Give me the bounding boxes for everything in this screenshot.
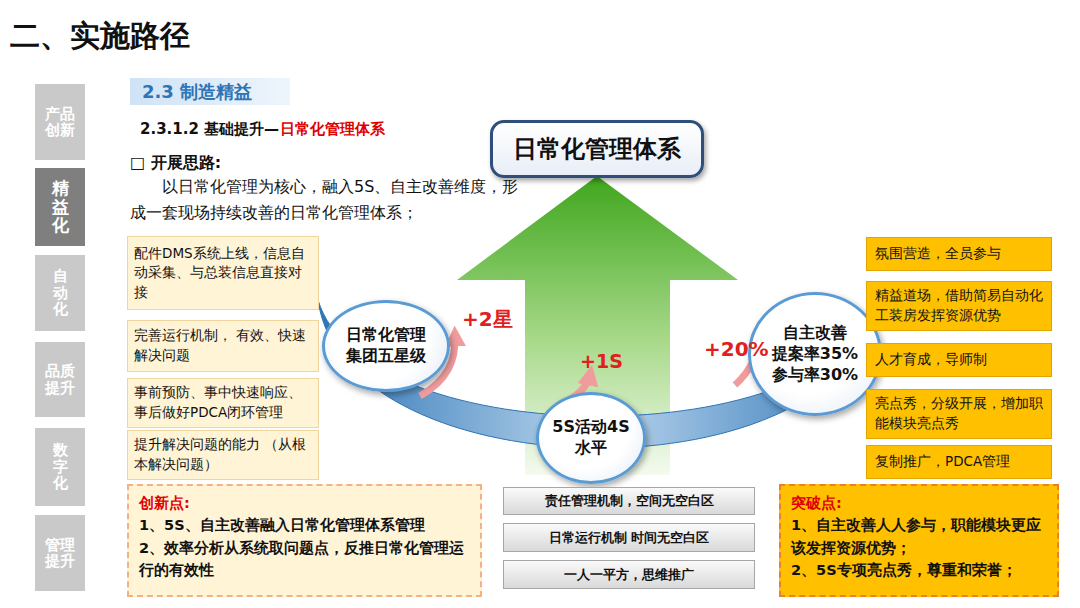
box-text: 2.3 制造精益: [142, 80, 290, 104]
increase-label: +20%: [704, 333, 769, 365]
box-text: 事前预防、事中快速响应、事后做好PDCA闭环管理: [134, 383, 312, 422]
mechanism-box: 责任管理机制，空间无空白区: [503, 487, 755, 515]
box-text: 5S活动4S: [552, 417, 629, 438]
box-text: 日常化管理: [346, 325, 426, 346]
box-text: 1、5S、自主改善融入日常化管理体系管理: [139, 514, 470, 536]
measure-box: 配件DMS系统上线，信息自动采集、与总装信息直接对接: [127, 236, 319, 310]
breakthrough-box: 突破点:1、自主改善人人参与，职能模块更应该发挥资源优势；2、5S专项亮点秀，尊…: [779, 484, 1059, 597]
measure-box: 事前预防、事中快速响应、事后做好PDCA闭环管理: [127, 378, 319, 428]
box-text: 品质提升: [44, 363, 76, 396]
measure-box: 完善运行机制， 有效、快速解决问题: [127, 320, 319, 372]
box-text: 精益化: [52, 179, 69, 235]
box-text: 水平: [575, 438, 607, 459]
goal-box: 日常化管理体系: [490, 120, 704, 178]
box-text: 日常化管理体系: [513, 133, 681, 165]
box-text: 参与率30%: [772, 365, 858, 386]
box-text: 完善运行机制， 有效、快速解决问题: [134, 326, 312, 365]
innovation-box: 创新点:1、5S、自主改善融入日常化管理体系管理2、效率分析从系统取问题点，反推…: [127, 484, 482, 597]
action-box: 复制推广，PDCA管理: [866, 445, 1052, 479]
page-title: 二、实施路径: [10, 16, 190, 57]
box-text: 自动化: [53, 268, 68, 318]
action-box: 亮点秀，分级开展，增加职能模块亮点秀: [866, 389, 1052, 439]
box-text: 一人一平方，思维推广: [564, 566, 694, 584]
idea-heading: □ 开展思路:: [130, 150, 221, 176]
box-text: 数字化: [53, 442, 68, 492]
section-band: 2.3 制造精益: [130, 78, 290, 105]
box-text: 提案率35%: [772, 344, 858, 365]
subsection-title: 日常化管理体系: [280, 117, 385, 141]
side-tab: 管理提升: [35, 515, 85, 591]
box-text: 管理提升: [44, 537, 76, 570]
target-circle: 日常化管理集团五星级: [322, 300, 450, 392]
action-box: 氛围营造，全员参与: [866, 237, 1052, 271]
side-tab: 自动化: [35, 255, 85, 331]
box-text: 氛围营造，全员参与: [875, 244, 1043, 264]
mechanism-box: 一人一平方，思维推广: [503, 560, 755, 589]
box-text: 亮点秀，分级开展，增加职能模块亮点秀: [875, 394, 1043, 433]
side-tab: 产品创新: [35, 84, 85, 160]
box-text: 2、效率分析从系统取问题点，反推日常化管理运行的有效性: [139, 537, 470, 582]
box-text: 提升解决问题的能力 （从根本解决问题）: [134, 435, 312, 474]
box-text: 集团五星级: [346, 346, 426, 367]
box-text: 人才育成，导师制: [875, 350, 1043, 370]
increase-label: +2星: [462, 303, 513, 335]
box-text: 精益道场，借助简易自动化工装房发挥资源优势: [875, 286, 1043, 325]
box-heading: 突破点:: [791, 492, 1047, 514]
box-text: 配件DMS系统上线，信息自动采集、与总装信息直接对接: [134, 244, 312, 303]
box-text: 1、自主改善人人参与，职能模块更应该发挥资源优势；: [791, 514, 1047, 559]
mechanism-box: 日常运行机制 时间无空白区: [503, 523, 755, 552]
box-text: 日常运行机制 时间无空白区: [549, 529, 710, 547]
box-text: 自主改善: [783, 323, 847, 344]
action-box: 精益道场，借助简易自动化工装房发挥资源优势: [866, 281, 1052, 331]
subsection-number: 2.3.1.2 基础提升—: [140, 117, 279, 141]
box-heading: 创新点:: [139, 492, 470, 514]
side-tab: 品质提升: [35, 342, 85, 417]
action-box: 人才育成，导师制: [866, 343, 1052, 377]
side-tab: 精益化: [35, 168, 85, 246]
box-text: 复制推广，PDCA管理: [875, 452, 1043, 472]
box-text: 责任管理机制，空间无空白区: [545, 492, 714, 510]
measure-box: 提升解决问题的能力 （从根本解决问题）: [127, 430, 319, 480]
side-tab: 数字化: [35, 428, 85, 506]
idea-text: 以日常化管理为核心，融入5S、自主改善维度，形成一套现场持续改善的日常化管理体系…: [130, 174, 530, 225]
title-rule: [0, 61, 640, 63]
box-text: 产品创新: [44, 106, 76, 139]
box-text: 2、5S专项亮点秀，尊重和荣誉；: [791, 559, 1047, 581]
increase-label: +1S: [580, 346, 623, 376]
target-circle: 5S活动4S水平: [536, 392, 646, 484]
